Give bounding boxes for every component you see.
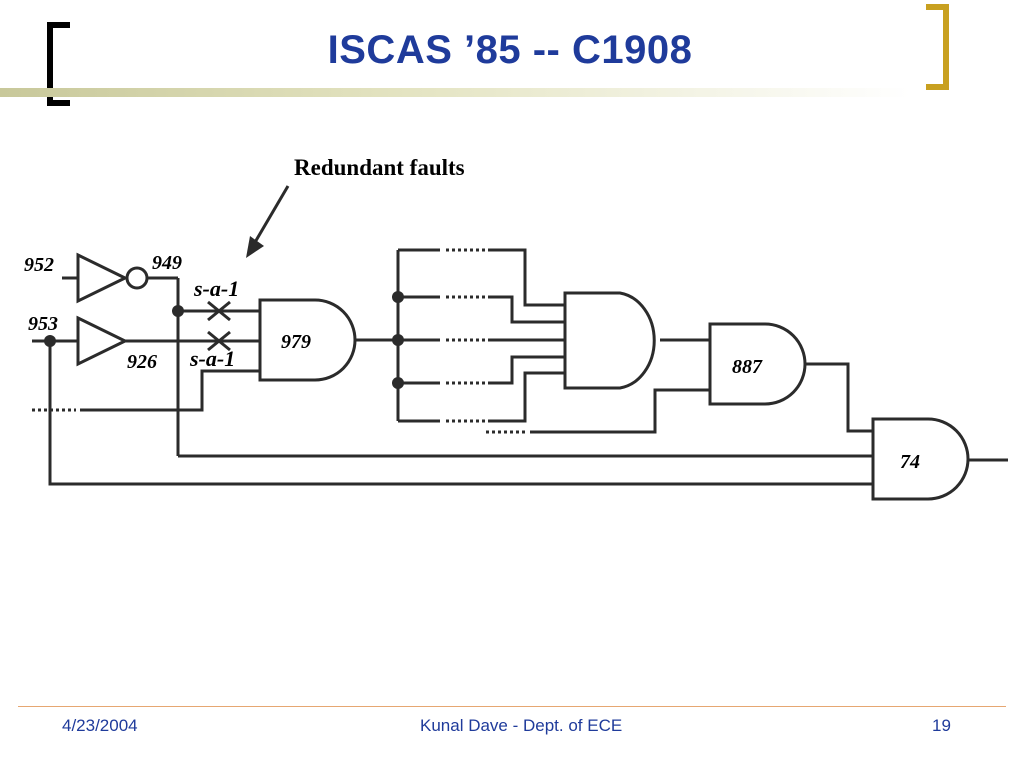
and-gate-979 (258, 298, 357, 382)
footer-date: 4/23/2004 (62, 716, 138, 735)
arrow-head-icon (246, 236, 264, 258)
gate-label-74: 74 (900, 451, 920, 473)
right-bracket-icon (926, 4, 949, 90)
slide-title: ISCAS ’85 -- C1908 (327, 28, 693, 72)
fault-label-1: s-a-1 (193, 276, 239, 301)
and-gate-887b (708, 322, 807, 406)
net-label-952: 952 (24, 254, 54, 276)
buffer-926 (76, 315, 129, 367)
and-gate-74 (871, 417, 970, 501)
inverter-bubble (125, 266, 149, 290)
and-gate-887 (563, 291, 656, 390)
redundant-faults-label: Redundant faults (294, 155, 465, 180)
left-bracket-icon (47, 22, 70, 106)
title-underline-bar (0, 88, 910, 97)
footer-divider (18, 706, 1006, 707)
inverter-949 (76, 252, 129, 304)
footer-author: Kunal Dave - Dept. of ECE (420, 716, 623, 735)
net-label-949: 949 (152, 252, 182, 274)
gate-label-887: 887 (732, 356, 763, 378)
net-label-953: 953 (28, 313, 58, 335)
net-label-926: 926 (127, 351, 157, 373)
footer-page-number: 19 (932, 716, 951, 735)
gate-label-979: 979 (281, 331, 311, 353)
fault-label-2: s-a-1 (189, 346, 235, 371)
